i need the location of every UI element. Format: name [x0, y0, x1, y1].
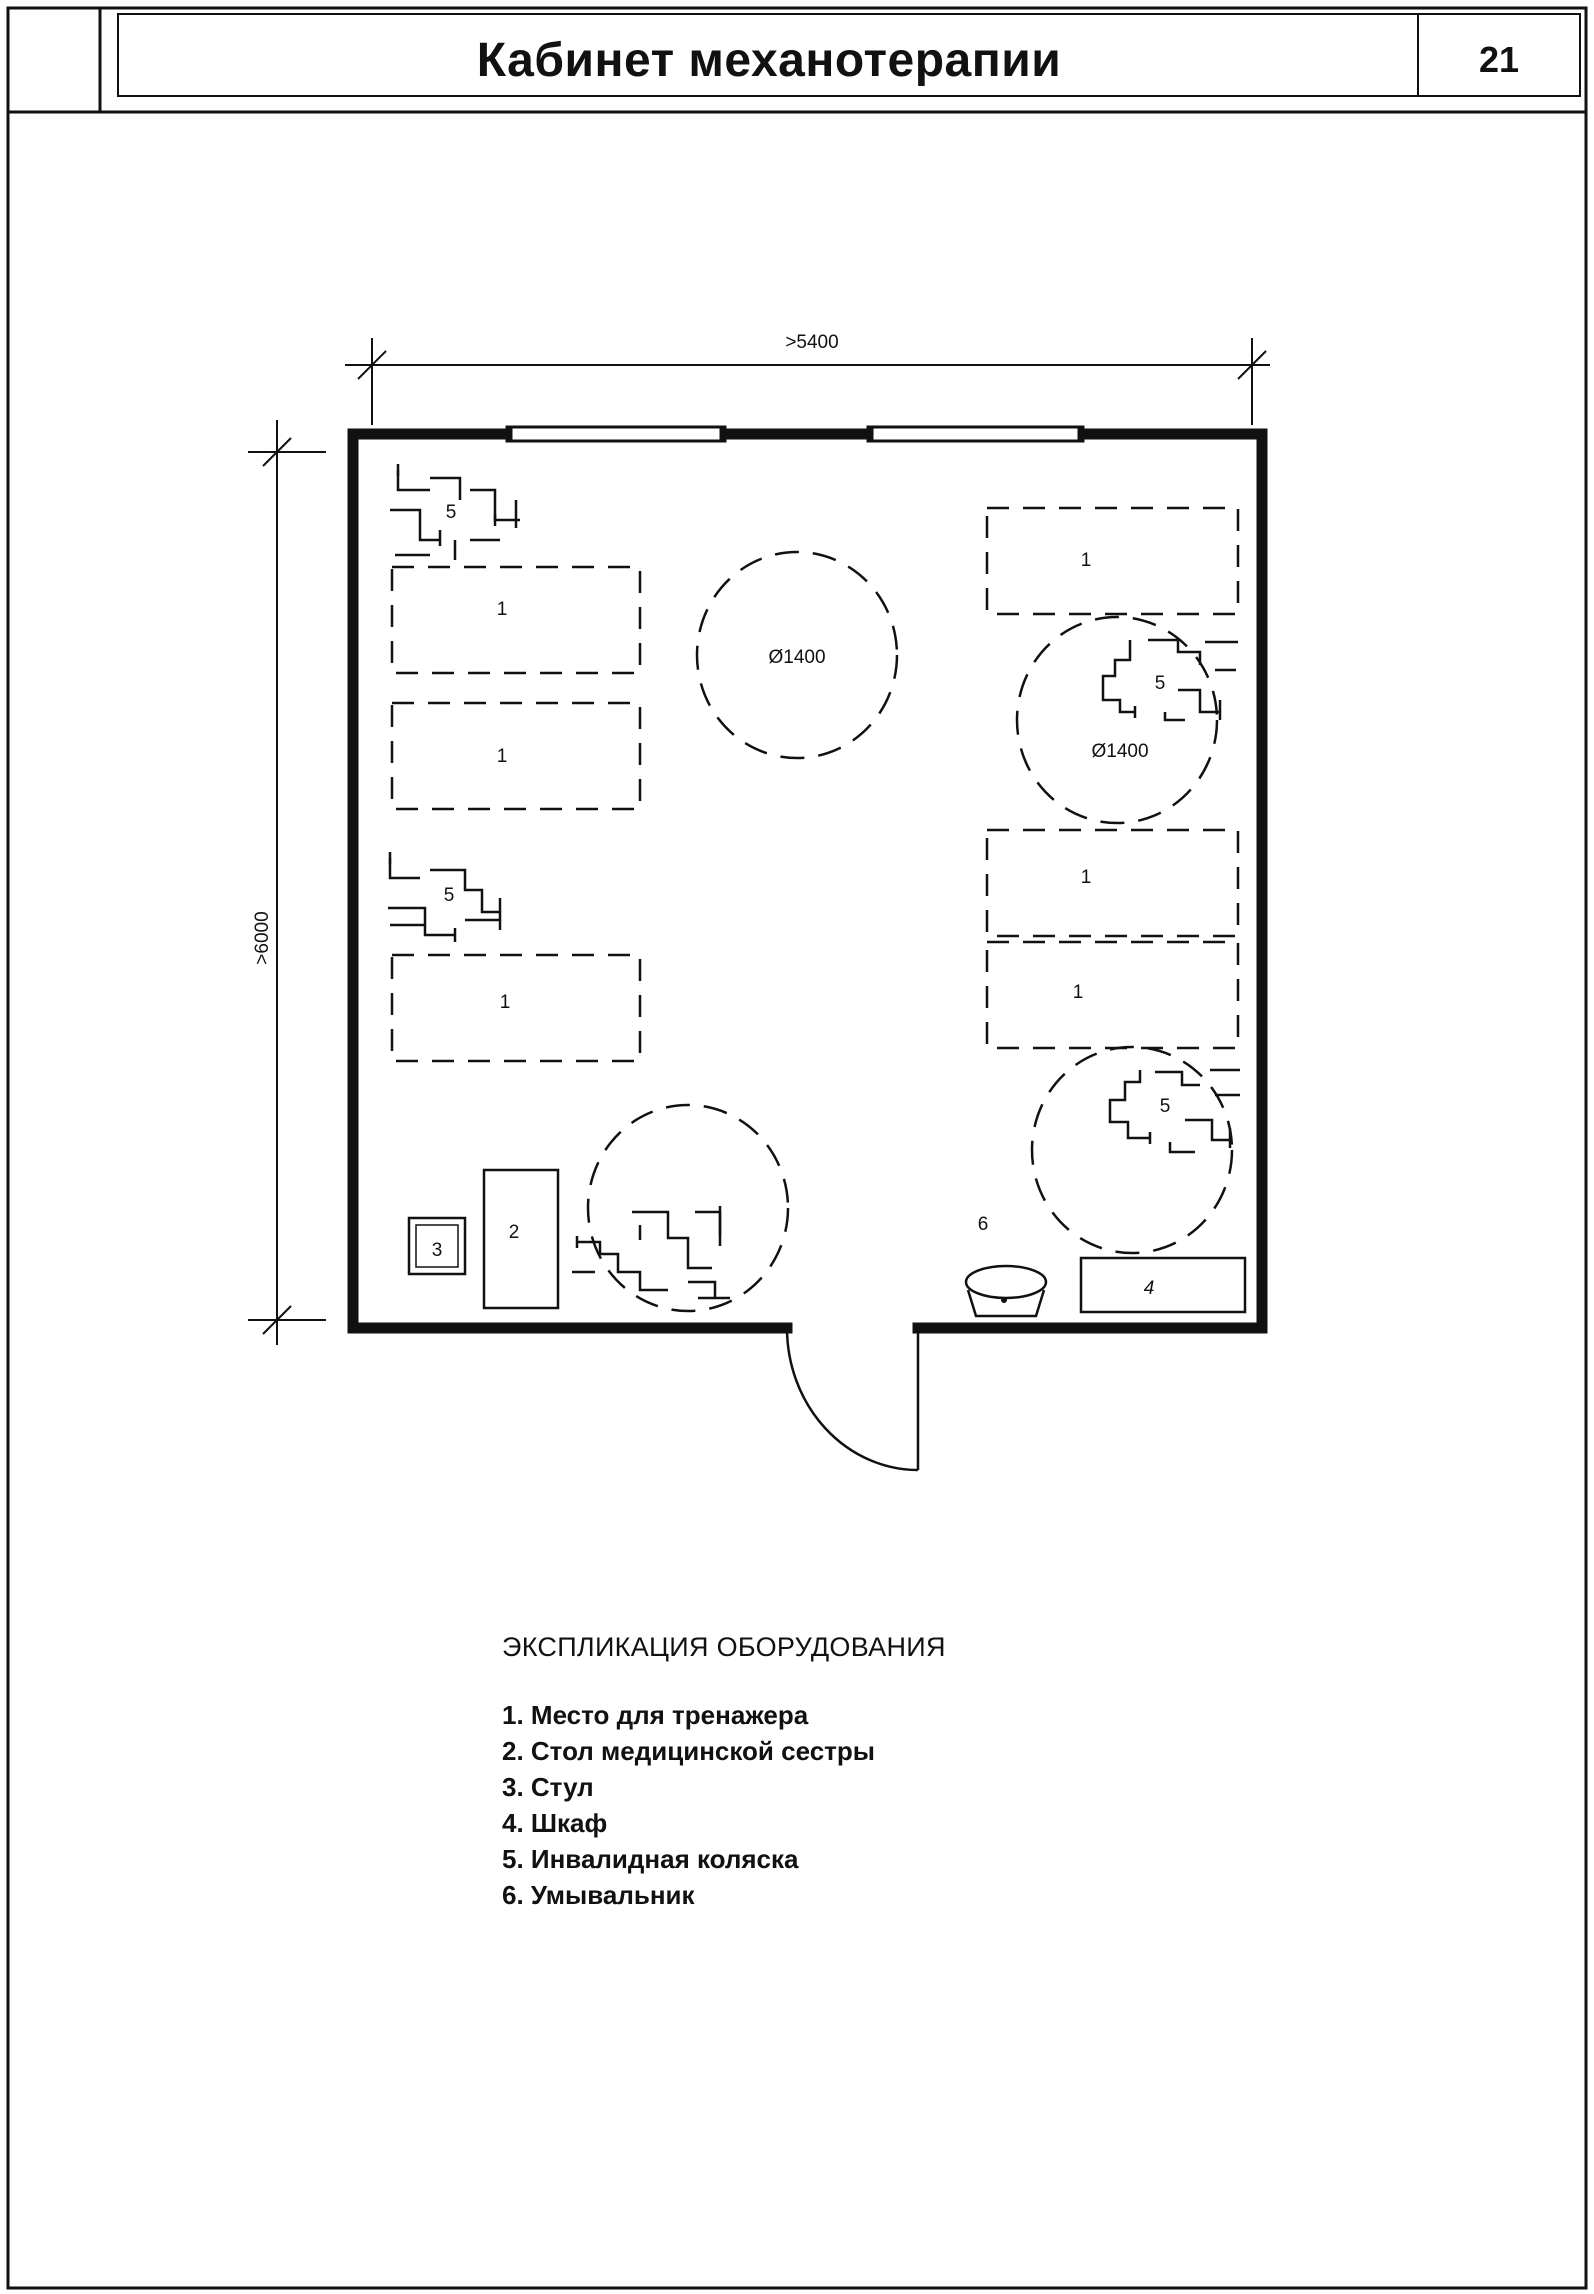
door: [785, 1327, 920, 1472]
legend-item: 3. Стул: [502, 1772, 594, 1802]
turning-circle: [695, 550, 899, 760]
turning-circle: [1030, 1045, 1234, 1255]
width-dimension: [345, 338, 1270, 425]
title-inner-frame: [117, 13, 1581, 97]
trainer-places: [390, 506, 1240, 1063]
outer-border: [6, 6, 1588, 2290]
legend-item: 4. Шкаф: [502, 1808, 608, 1838]
trainer-place: [985, 828, 1240, 938]
turning-circles: [586, 550, 1234, 1313]
chair: [407, 1216, 467, 1276]
legend-item: 6. Умывальник: [502, 1880, 695, 1910]
marker-wheelchair: 5: [446, 502, 457, 523]
circle-diameter-label: Ø1400: [768, 647, 825, 668]
marker-trainer: 1: [497, 599, 508, 620]
marker-cabinet: 4: [1144, 1278, 1155, 1299]
circle-diameter-label: Ø1400: [1091, 741, 1148, 762]
page-title: Кабинет механотерапии: [476, 33, 1062, 87]
page-number: 21: [1478, 39, 1520, 80]
marker-trainer: 1: [1081, 867, 1092, 888]
marker-nurse-table: 2: [509, 1222, 520, 1243]
trainer-place: [985, 506, 1240, 616]
marker-trainer: 1: [497, 746, 508, 767]
marker-trainer: 1: [500, 992, 511, 1013]
trainer-place: [390, 565, 642, 675]
marker-trainer: 1: [1081, 550, 1092, 571]
nurse-table: [482, 1168, 560, 1310]
washbasin: [964, 1264, 1048, 1318]
equipment-legend: ЭКСПЛИКАЦИЯ ОБОРУДОВАНИЯ 1. Место для тр…: [502, 1632, 1202, 1913]
trainer-place: [985, 940, 1240, 1050]
trainer-place: [390, 953, 642, 1063]
windows: [505, 425, 1085, 443]
wheelchair-right-lower: [1108, 1068, 1240, 1154]
turning-circle: [1015, 615, 1219, 825]
legend-item: 2. Стол медицинской сестры: [502, 1736, 875, 1766]
turning-circle: [586, 1103, 790, 1313]
marker-wheelchair: 5: [444, 885, 455, 906]
marker-trainer: 1: [1073, 982, 1084, 1003]
legend-item: 5. Инвалидная коляска: [502, 1844, 799, 1874]
cabinet: [1079, 1256, 1247, 1314]
wheelchair-left-middle: [388, 852, 502, 942]
marker-chair: 3: [432, 1240, 443, 1261]
room-walls: [347, 428, 1268, 1334]
marker-wheelchair: 5: [1155, 673, 1166, 694]
height-dimension: [248, 420, 326, 1345]
height-dimension-label: >6000: [252, 911, 273, 964]
trainer-place: [390, 701, 642, 811]
width-dimension-label: >5400: [785, 332, 838, 353]
wheelchair-top-left: [390, 464, 520, 560]
legend-item: 1. Место для тренажера: [502, 1700, 809, 1730]
legend-title: ЭКСПЛИКАЦИЯ ОБОРУДОВАНИЯ: [502, 1632, 946, 1662]
marker-washbasin: 6: [978, 1214, 989, 1235]
marker-wheelchair: 5: [1160, 1096, 1171, 1117]
wheelchair-right-upper: [1101, 638, 1238, 722]
washbasin-drain: [1001, 1297, 1007, 1303]
wheelchair-bottom-left: [572, 1206, 730, 1300]
